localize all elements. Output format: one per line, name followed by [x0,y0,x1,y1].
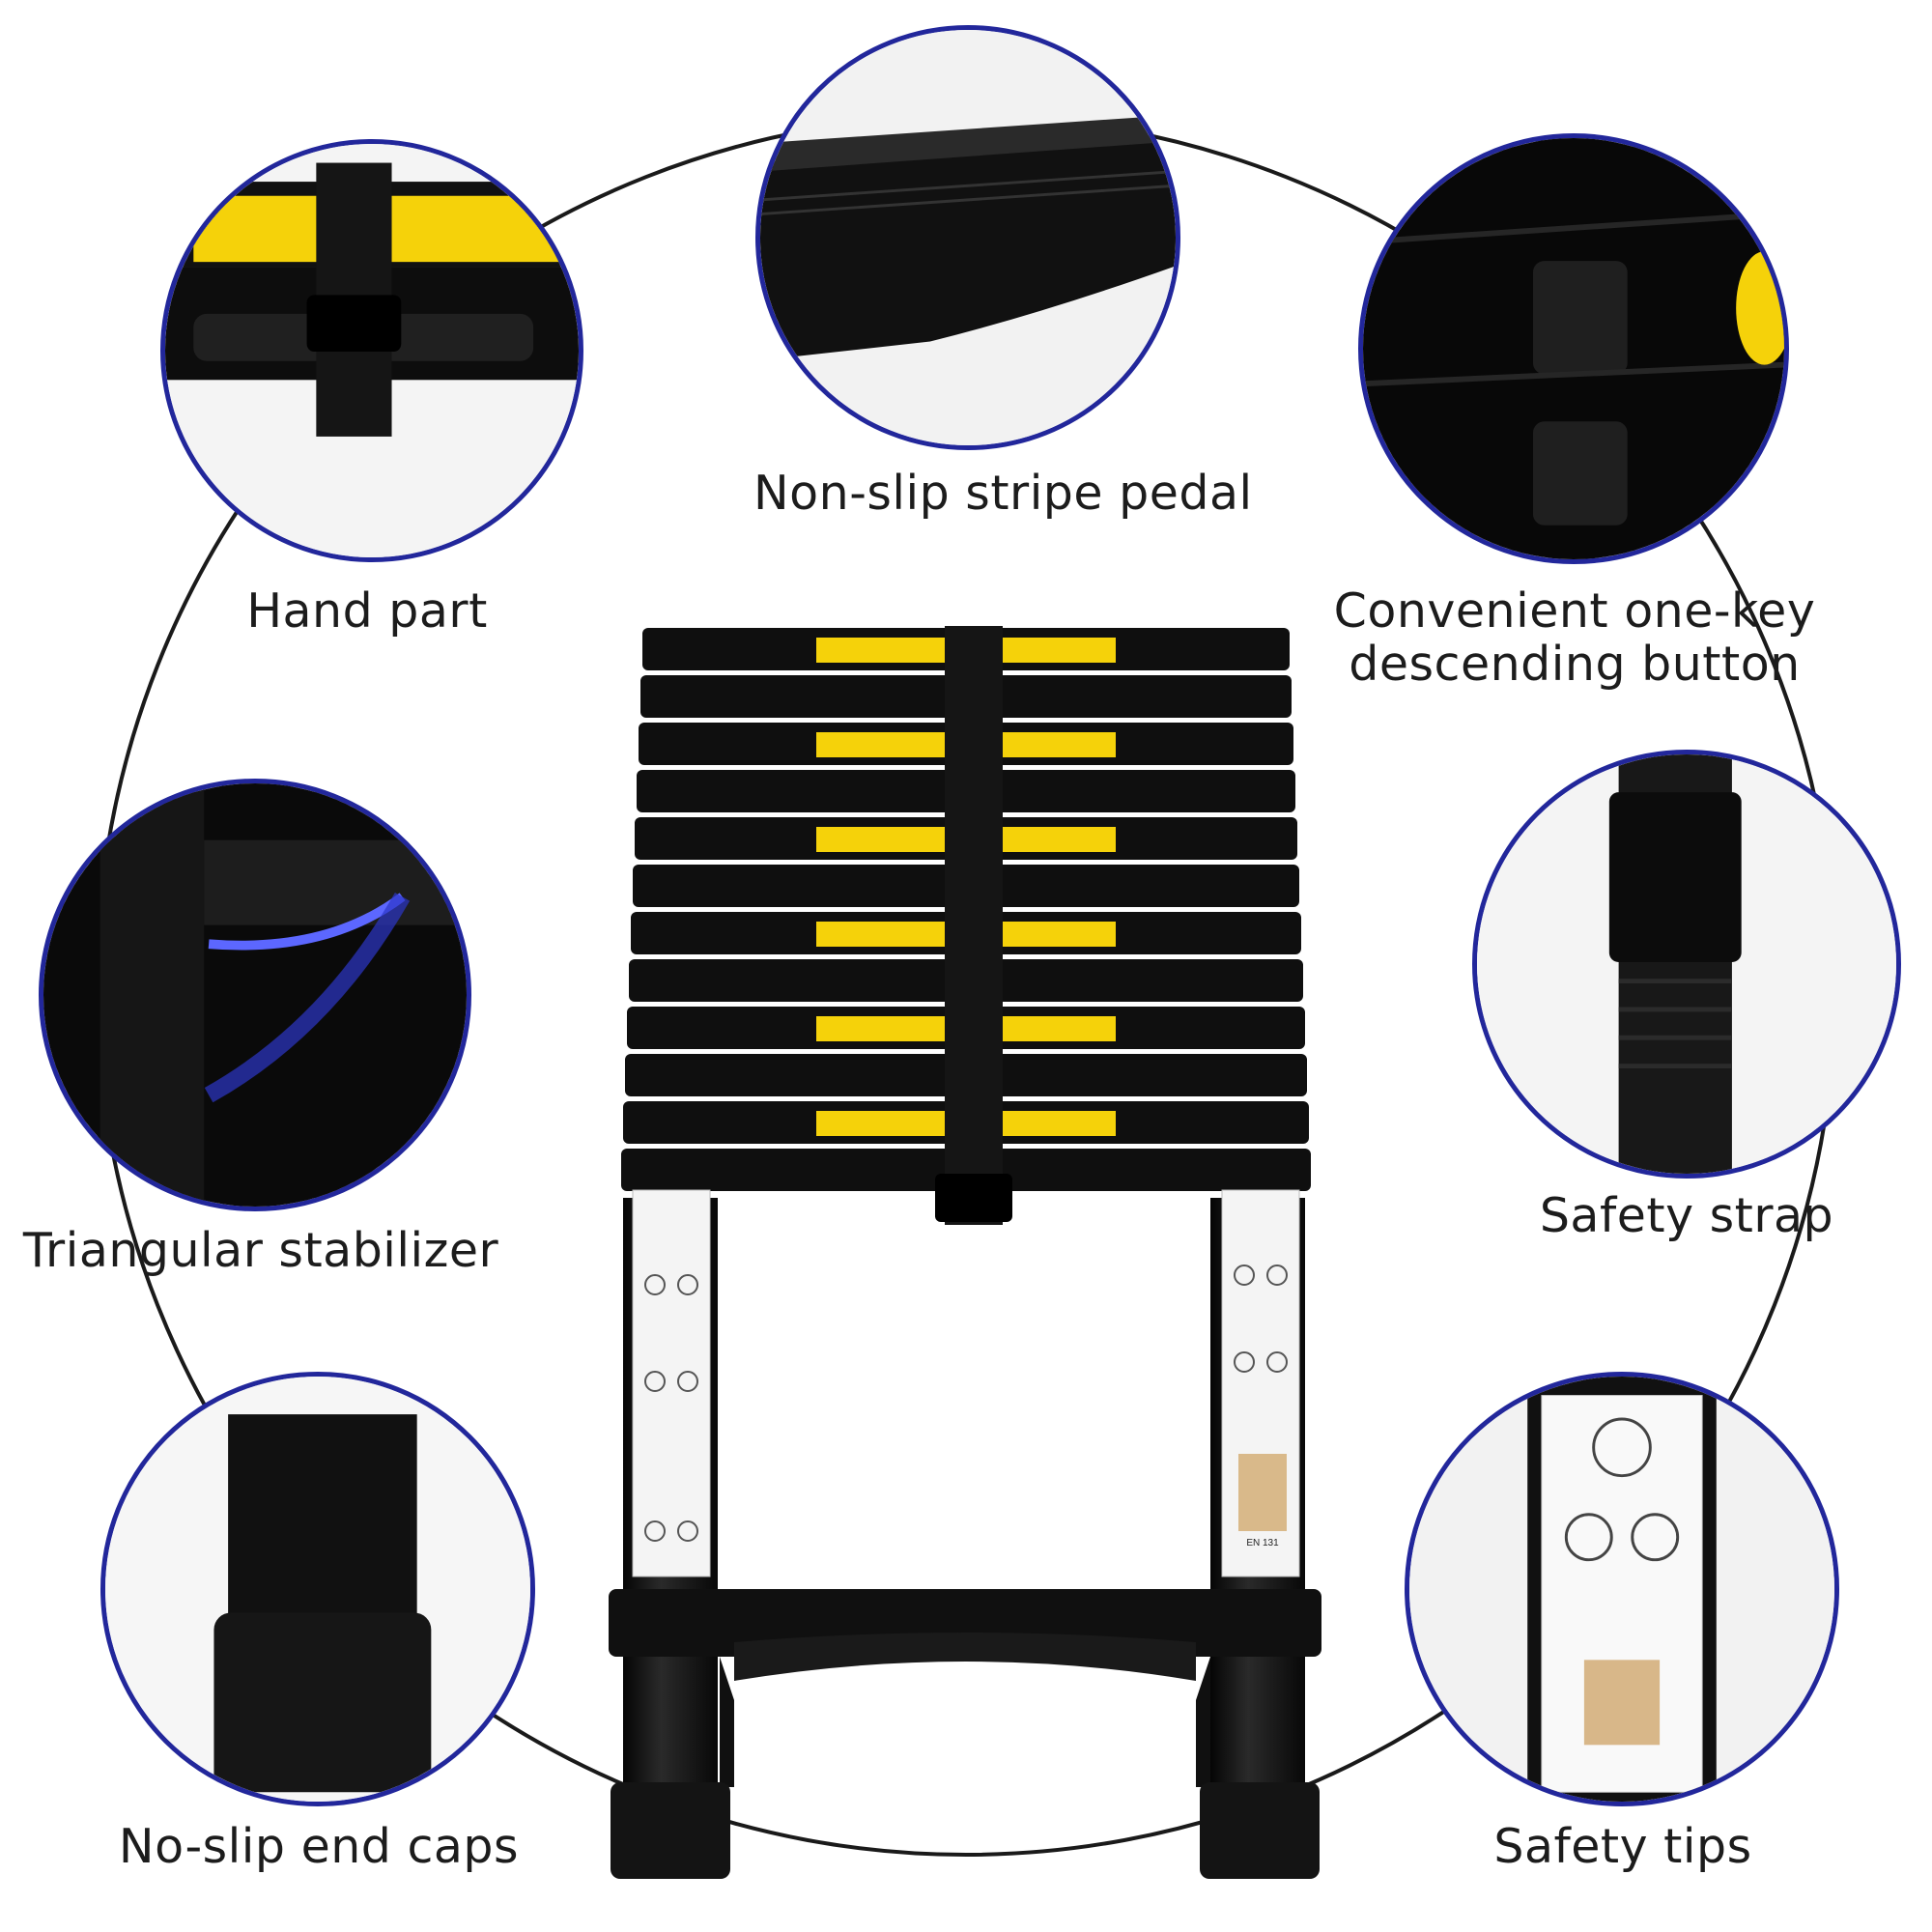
label-line-2: descending button [1349,636,1801,692]
zoom-hand-part [160,139,583,562]
telescopic-ladder: EN 131 [609,626,1321,1879]
label-no-slip-end-caps: No-slip end caps [118,1819,520,1874]
zoom-triangular-stabilizer [39,779,471,1211]
zoom-no-slip-end-caps [100,1372,535,1806]
right-end-cap [1200,1782,1320,1879]
label-safety-tips: Safety tips [1493,1819,1752,1874]
label-triangular-stabilizer: Triangular stabilizer [22,1223,499,1278]
label-safety-strap: Safety strap [1539,1188,1834,1243]
left-instruction-sticker [632,1189,711,1577]
label-hand-part: Hand part [246,583,488,639]
zoom-safety-strap [1472,750,1901,1179]
safety-strap [945,626,1003,1225]
left-end-cap [611,1782,730,1879]
zoom-one-key-button [1358,133,1789,564]
label-non-slip-pedal: Non-slip stripe pedal [753,466,1253,521]
label-line-1: Convenient one-key [1333,583,1816,639]
zoom-safety-tips [1405,1372,1839,1806]
zoom-non-slip-pedal [755,25,1180,450]
standard-label: EN 131 [1246,1538,1279,1548]
label-one-key-button: Convenient one-key descending button [1323,583,1826,692]
